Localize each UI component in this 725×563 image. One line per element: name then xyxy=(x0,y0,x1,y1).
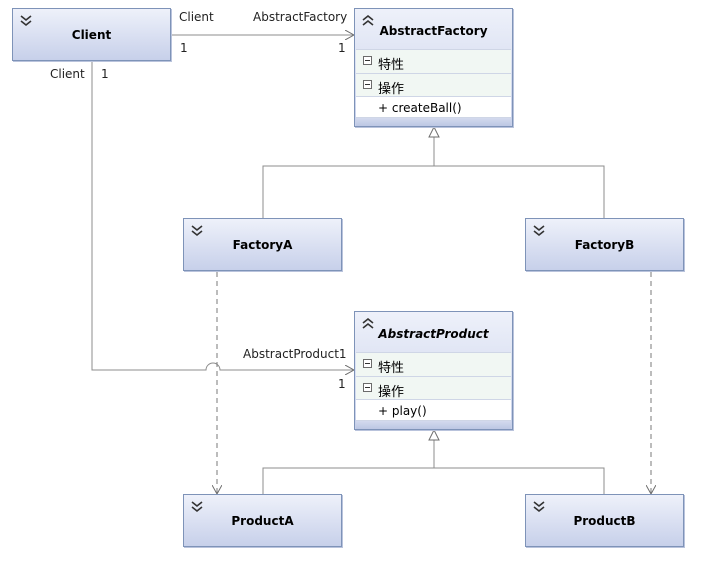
expand-chevron-icon[interactable] xyxy=(19,15,33,27)
multiplicity-label: 1 xyxy=(101,67,109,81)
inheritance-product-b[interactable] xyxy=(434,467,605,494)
role-label-abstract-factory: AbstractFactory xyxy=(253,10,348,24)
inheritance-factory-a[interactable] xyxy=(262,165,434,218)
operation-play: + play() xyxy=(378,404,427,418)
role-label-abstract-product: AbstractProduct1 xyxy=(243,347,347,361)
generalization-arrowhead xyxy=(428,428,440,441)
expand-chevron-icon[interactable] xyxy=(190,501,204,513)
role-label-client: Client xyxy=(50,67,85,81)
class-name: FactoryA xyxy=(232,237,293,252)
operations-label: 操作 xyxy=(378,82,405,97)
attributes-label: 特性 xyxy=(378,58,405,73)
collapse-section-icon[interactable] xyxy=(363,383,372,392)
attributes-section: 特性 xyxy=(356,49,511,74)
class-name: AbstractFactory xyxy=(379,24,488,38)
association-client-product[interactable] xyxy=(91,61,354,370)
expand-chevron-icon[interactable] xyxy=(532,225,546,237)
class-abstract-product[interactable]: AbstractProduct 特性 操作 + play() xyxy=(354,311,513,430)
collapse-chevron-icon[interactable] xyxy=(361,15,375,27)
expand-chevron-icon[interactable] xyxy=(532,501,546,513)
role-label-client: Client xyxy=(179,10,214,24)
class-name: ProductA xyxy=(231,513,294,528)
inheritance-factory-b[interactable] xyxy=(434,165,605,218)
class-factory-b[interactable]: FactoryB xyxy=(525,218,684,271)
collapse-section-icon[interactable] xyxy=(363,80,372,89)
class-abstract-factory[interactable]: AbstractFactory 特性 操作 + createBall() xyxy=(354,8,513,127)
operations-section: 操作 xyxy=(356,376,511,401)
generalization-arrowhead xyxy=(428,125,440,138)
operation-create-ball: + createBall() xyxy=(378,101,462,115)
class-factory-a[interactable]: FactoryA xyxy=(183,218,342,271)
collapse-chevron-icon[interactable] xyxy=(361,318,375,330)
class-name: Client xyxy=(71,27,112,42)
attributes-label: 特性 xyxy=(378,361,405,376)
expand-chevron-icon[interactable] xyxy=(190,225,204,237)
inheritance-product-a[interactable] xyxy=(262,467,434,494)
operations-section: 操作 xyxy=(356,73,511,98)
class-name: AbstractProduct xyxy=(378,327,489,341)
collapse-section-icon[interactable] xyxy=(363,56,372,65)
class-name: FactoryB xyxy=(574,237,635,252)
operation-row[interactable]: + createBall() xyxy=(356,96,511,119)
collapse-section-icon[interactable] xyxy=(363,359,372,368)
attributes-section: 特性 xyxy=(356,352,511,377)
operations-label: 操作 xyxy=(378,385,405,400)
class-footer xyxy=(356,420,511,429)
multiplicity-label: 1 xyxy=(180,41,188,55)
class-product-a[interactable]: ProductA xyxy=(183,494,342,547)
multiplicity-label: 1 xyxy=(338,41,346,55)
multiplicity-label: 1 xyxy=(338,377,346,391)
class-product-b[interactable]: ProductB xyxy=(525,494,684,547)
class-name: ProductB xyxy=(573,513,636,528)
class-footer xyxy=(356,117,511,126)
operation-row[interactable]: + play() xyxy=(356,399,511,422)
class-client[interactable]: Client xyxy=(12,8,171,61)
